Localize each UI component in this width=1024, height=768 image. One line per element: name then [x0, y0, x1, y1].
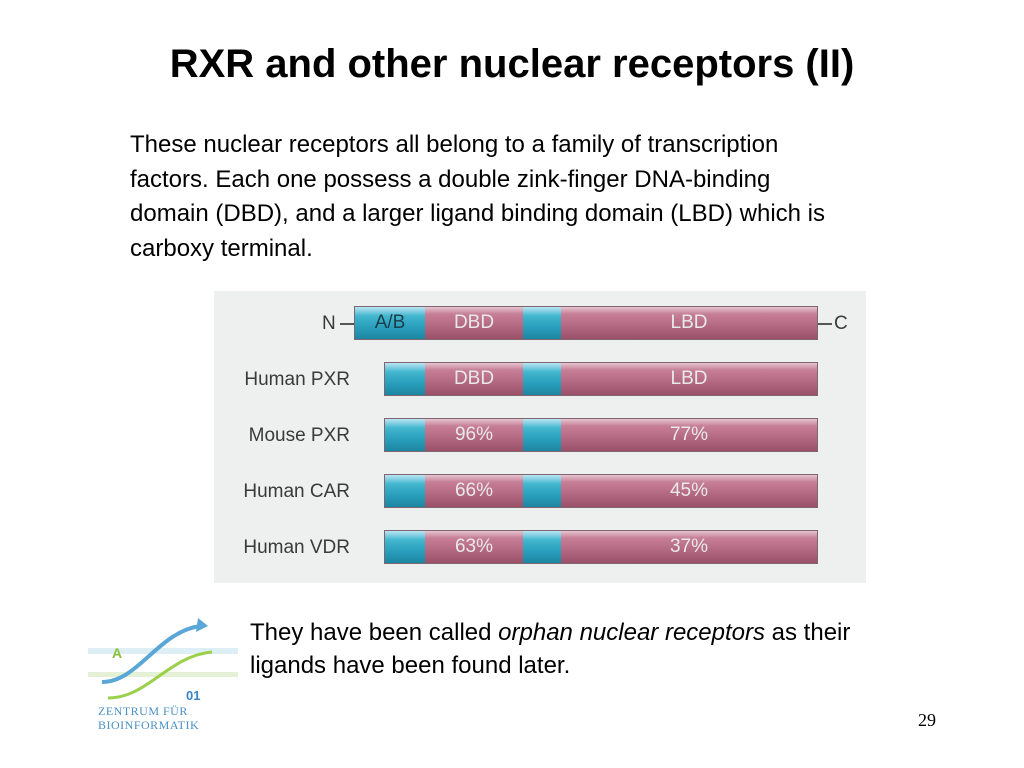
- ab-domain-0: [355, 307, 425, 339]
- ab-domain-4: [385, 531, 425, 563]
- ab-domain-3: [385, 475, 425, 507]
- c-terminus-line: [818, 323, 832, 325]
- lbd-domain-0: [561, 307, 817, 339]
- lbd-domain-3: [561, 475, 817, 507]
- dbd-domain-3: [425, 475, 523, 507]
- lbd-domain-4: [561, 531, 817, 563]
- domain-bar-0: A/B DBD LBD: [354, 306, 818, 340]
- page-number: 29: [918, 710, 936, 730]
- hinge-domain-0: [523, 307, 561, 339]
- dbd-label-0: DBD: [453, 312, 495, 333]
- logo-text-line2: BIOINFORMATIK: [98, 718, 199, 732]
- ab-domain-1: [385, 363, 425, 395]
- lbd-identity-4: 37%: [669, 536, 709, 557]
- lbd-domain-1: [561, 363, 817, 395]
- row-label-human-car: Human CAR: [243, 481, 350, 502]
- hinge-domain-1: [523, 363, 561, 395]
- slide-title: RXR and other nuclear receptors (II): [169, 42, 855, 86]
- row-label-human-vdr: Human VDR: [243, 537, 350, 558]
- dbd-domain-1: [425, 363, 523, 395]
- lbd-label-1: LBD: [670, 368, 708, 389]
- logo-glyph-b: 01: [186, 688, 200, 703]
- dbd-domain-0: [425, 307, 523, 339]
- closing-paragraph: They have been called orphan nuclear rec…: [250, 616, 930, 682]
- row-label-human-pxr: Human PXR: [244, 369, 350, 390]
- logo-text-line1: ZENTRUM FÜR: [98, 704, 188, 718]
- n-terminus-line: [340, 323, 354, 325]
- ab-domain-2: [385, 419, 425, 451]
- n-terminus-label: N: [322, 313, 336, 334]
- closing-text-before: They have been called: [250, 619, 499, 646]
- dbd-identity-4: 63%: [454, 536, 494, 557]
- hinge-domain-3: [523, 475, 561, 507]
- lbd-label-0: LBD: [670, 312, 708, 333]
- hinge-domain-2: [523, 419, 561, 451]
- c-terminus-label: C: [834, 313, 848, 334]
- domain-bar-4: 63% 37%: [384, 530, 818, 564]
- zentrum-bioinformatik-logo: A 01 ZENTRUM FÜR BIOINFORMATIK: [88, 618, 238, 732]
- domain-bar-3: 66% 45%: [384, 474, 818, 508]
- closing-text-after: as their ligands have been found later.: [250, 619, 851, 679]
- logo-glyph-a: A: [112, 645, 122, 661]
- domain-bar-1: DBD LBD: [384, 362, 818, 396]
- dbd-identity-2: 96%: [454, 424, 494, 445]
- domain-bar-2: 96% 77%: [384, 418, 818, 452]
- closing-emphasis: orphan nuclear receptors: [498, 619, 765, 646]
- lbd-identity-3: 45%: [669, 480, 709, 501]
- dbd-label-1: DBD: [453, 368, 495, 389]
- intro-paragraph: These nuclear receptors all belong to a …: [130, 131, 826, 262]
- ab-domain-label: A/B: [374, 312, 406, 333]
- nuclear-receptor-domain-diagram: N A/B DBD LBD C Human PXR DBD LBD Mouse …: [214, 291, 866, 583]
- dbd-domain-4: [425, 531, 523, 563]
- lbd-identity-2: 77%: [669, 424, 709, 445]
- dbd-domain-2: [425, 419, 523, 451]
- hinge-domain-4: [523, 531, 561, 563]
- dbd-identity-3: 66%: [454, 480, 494, 501]
- row-label-mouse-pxr: Mouse PXR: [248, 425, 350, 446]
- lbd-domain-2: [561, 419, 817, 451]
